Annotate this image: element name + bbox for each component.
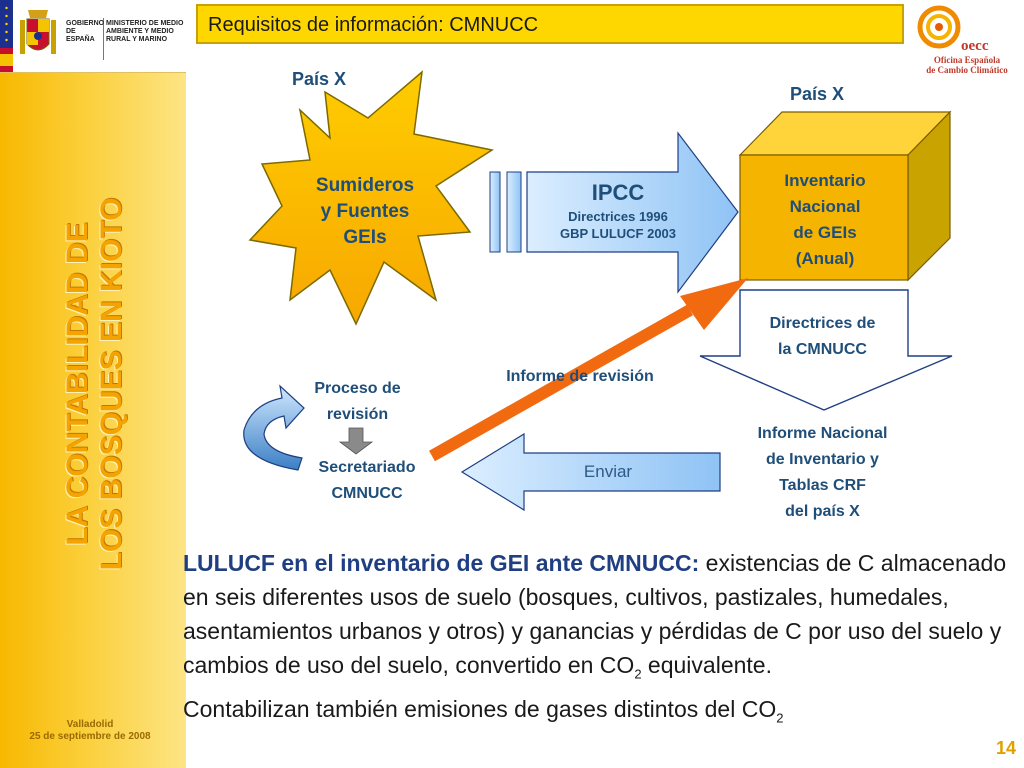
- national-report-label: Informe Nacional de Inventario y Tablas …: [730, 421, 915, 525]
- flag-icon: [0, 0, 13, 72]
- national-report-line2: de Inventario y: [766, 451, 879, 468]
- ipcc-title: IPCC: [591, 180, 645, 205]
- inventory-line3: de GEIs: [793, 223, 857, 242]
- sinks-line2: y Fuentes: [320, 201, 410, 222]
- oecc-subtitle-line1: Oficina Española: [933, 55, 1001, 65]
- secretariat-line1: Secretariado: [318, 459, 416, 476]
- country-label-right: País X: [790, 84, 845, 104]
- slide-title: Requisitos de información: CMNUCC: [208, 14, 539, 36]
- process-down-arrow: [338, 427, 374, 455]
- review-report-label: Informe de revisión: [506, 368, 654, 385]
- body-text-part1: existencias de C almacenado en seis dife…: [183, 550, 1007, 678]
- page-number: 14: [995, 738, 1016, 758]
- ipcc-arrow: [526, 131, 739, 294]
- footer-location: Valladolid 25 de septiembre de 2008: [0, 719, 180, 743]
- cmnucc-guidelines-line1: Directrices de: [769, 315, 876, 332]
- oecc-subtitle: Oficina Española de Cambio Climático: [912, 55, 1022, 75]
- cmnucc-guidelines-arrow: [699, 289, 953, 411]
- send-arrow: [460, 432, 721, 512]
- send-label: Enviar: [583, 462, 633, 481]
- ipcc-arrow-tail-bar: [489, 171, 501, 253]
- sinks-sources-label: Sumideros y Fuentes GEIs: [280, 173, 450, 251]
- review-process-label: Proceso de revisión: [285, 376, 430, 428]
- header-divider: [103, 18, 104, 60]
- ipcc-guidelines-line1: Directrices 1996: [568, 209, 668, 224]
- review-cycle-arrow: [243, 384, 305, 471]
- country-label-left: País X: [292, 69, 347, 89]
- government-label: Gobierno de España: [66, 20, 105, 43]
- oecc-subtitle-line2: de Cambio Climático: [926, 65, 1008, 75]
- body-subscript-1: 2: [634, 666, 642, 682]
- national-report-line3: Tablas CRF: [779, 477, 866, 494]
- sinks-line3: GEIs: [343, 227, 387, 248]
- oecc-logo-icon: [917, 5, 961, 49]
- ipcc-guidelines-line2: GBP LULUCF 2003: [559, 226, 677, 241]
- body-text-line2: Contabilizan también emisiones de gases …: [183, 695, 777, 722]
- inventory-line2: Nacional: [789, 197, 861, 216]
- footer-date: 25 de septiembre de 2008: [29, 731, 151, 742]
- secretariat-label: Secretariado CMNUCC: [292, 455, 442, 507]
- review-process-line1: Proceso de: [314, 380, 401, 397]
- ipcc-arrow-tail-bar: [506, 171, 522, 253]
- cmnucc-guidelines-label: Directrices de la CMNUCC: [735, 311, 910, 363]
- body-subscript-2: 2: [776, 710, 784, 726]
- ipcc-guidelines: Directrices 1996 GBP LULUCF 2003: [532, 208, 704, 242]
- national-inventory-label: Inventario Nacional de GEIs (Anual): [745, 168, 905, 272]
- ministry-label: Ministerio de Medio Ambiente y Medio Rur…: [106, 20, 184, 43]
- review-process-line2: revisión: [326, 406, 389, 423]
- coat-of-arms-icon: [20, 10, 56, 54]
- inventory-line4: (Anual): [795, 249, 855, 268]
- title-bar: Requisitos de información: CMNUCC: [196, 4, 904, 44]
- national-report-line4: del país X: [785, 503, 860, 520]
- review-report-arrow-head: [680, 278, 748, 330]
- body-paragraph: LULUCF en el inventario de GEI ante CMNU…: [183, 546, 1018, 735]
- inventory-line1: Inventario: [784, 171, 866, 190]
- national-report-line1: Informe Nacional: [757, 425, 888, 442]
- secretariat-line2: CMNUCC: [331, 485, 403, 502]
- review-report-arrow: [429, 304, 693, 462]
- oecc-logo-text: oecc: [961, 38, 989, 54]
- left-sidebar: [0, 0, 186, 768]
- inventory-cube-front: [739, 154, 909, 281]
- body-heading: LULUCF en el inventario de GEI ante CMNU…: [183, 550, 700, 576]
- body-text-part2: equivalente.: [641, 652, 772, 678]
- cmnucc-guidelines-line2: la CMNUCC: [778, 341, 867, 358]
- sinks-sources-star: [248, 70, 494, 326]
- footer-city: Valladolid: [66, 719, 114, 730]
- sinks-line1: Sumideros: [315, 175, 415, 196]
